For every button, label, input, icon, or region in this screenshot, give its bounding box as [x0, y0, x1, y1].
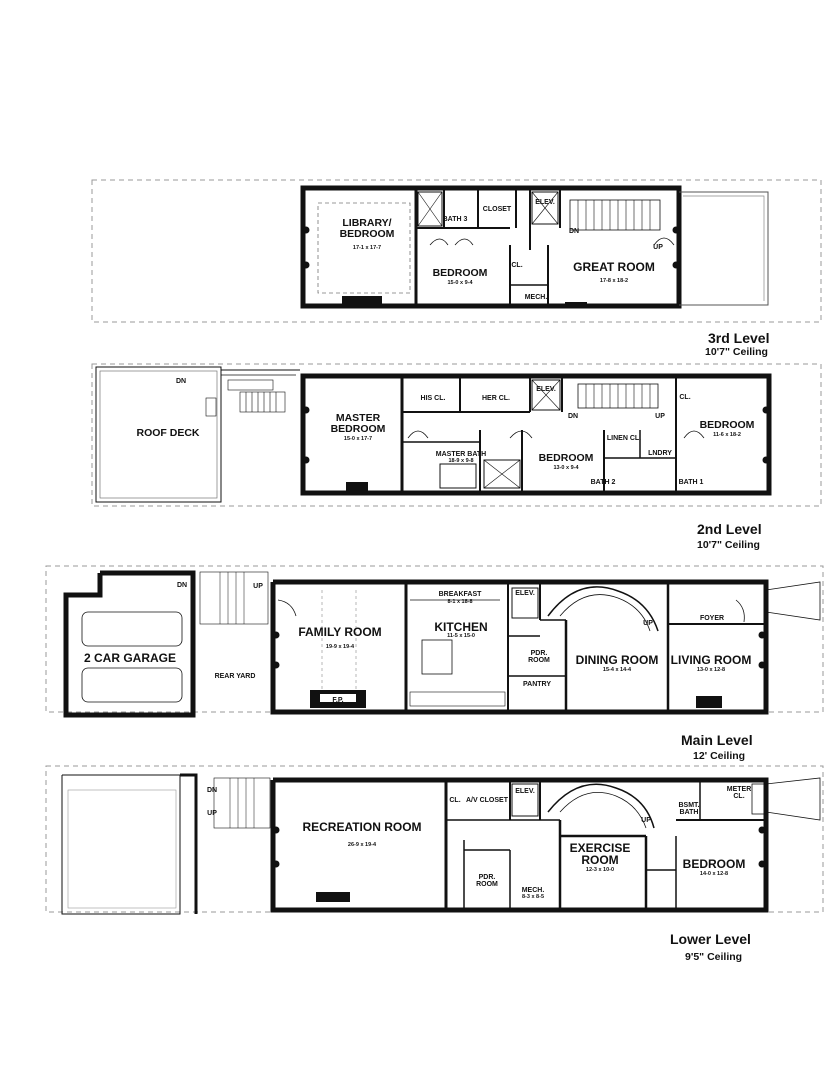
room-bedroom-3rd-label: BEDROOM	[432, 267, 488, 279]
room-great-label: GREAT ROOM	[573, 260, 655, 274]
level-ceiling-lower: 9'5" Ceiling	[685, 951, 743, 963]
room-exercise-label: EXERCISE ROOM	[569, 841, 631, 867]
room-breakfast-dim: 8-1 x 18-8	[447, 599, 473, 605]
stair-dn-lower-rear: DN	[206, 787, 218, 794]
room-kitchen-label: KITCHEN	[434, 620, 488, 634]
room-recreation-label: RECREATION ROOM	[302, 820, 422, 834]
stair-up-main: UP	[643, 620, 653, 627]
stair-up-main-rear: UP	[253, 583, 263, 590]
stair-dn-deck: DN	[175, 378, 187, 385]
room-bsmt-bath-label: BSMT. BATH	[678, 802, 700, 816]
room-dining-dim: 15-4 x 14-4	[602, 667, 632, 673]
room-breakfast-label: BREAKFAST	[438, 591, 482, 598]
room-library-label: LIBRARY/ BEDROOM	[339, 217, 395, 240]
lower-level-plan	[45, 765, 824, 915]
main-level-plan	[45, 565, 824, 718]
room-master-label: MASTER BEDROOM	[330, 412, 386, 435]
room-her-closet-label: HER CL.	[482, 395, 510, 402]
room-master-bath-dim: 18-9 x 9-8	[448, 458, 474, 464]
room-cl-2nd-label: CL.	[679, 394, 691, 401]
fireplace-main-label: F.P.	[332, 697, 344, 704]
room-living-label: LIVING ROOM	[670, 653, 752, 667]
room-his-closet-label: HIS CL.	[420, 395, 446, 402]
level-title-3rd: 3rd Level	[708, 330, 770, 346]
room-bath3-label: BATH 3	[442, 216, 468, 223]
stair-up-lower-rear: UP	[207, 810, 217, 817]
room-living-dim: 13-0 x 12-8	[696, 667, 726, 673]
room-elev-main-label: ELEV.	[515, 590, 535, 597]
level-title-lower: Lower Level	[670, 931, 751, 947]
room-elev-3rd-label: ELEV.	[535, 199, 555, 206]
room-bedroom-lower-dim: 14-0 x 12-8	[699, 871, 729, 877]
room-roof-deck-label: ROOF DECK	[136, 427, 200, 439]
room-bedroom-3rd-dim: 15-0 x 9-4	[447, 280, 473, 286]
stair-up-2nd: UP	[655, 413, 665, 420]
room-bedroom-2nd-mid-label: BEDROOM	[538, 452, 594, 464]
third-level-plan	[91, 179, 822, 323]
room-garage-label: 2 CAR GARAGE	[83, 651, 177, 665]
rear-yard-label: REAR YARD	[214, 673, 256, 680]
room-great-dim: 17-8 x 18-2	[599, 278, 629, 284]
room-bedroom-2nd-front-dim: 11-6 x 18-2	[713, 432, 741, 438]
level-ceiling-3rd: 10'7" Ceiling	[705, 346, 768, 358]
room-family-label: FAMILY ROOM	[298, 625, 382, 639]
room-mech-lower-dim: 8-3 x 8-5	[521, 894, 545, 900]
room-bedroom-lower-label: BEDROOM	[682, 857, 746, 871]
room-pdr-lower-label: PDR. ROOM	[476, 874, 498, 888]
room-master-bath-label: MASTER BATH	[435, 451, 487, 458]
level-title-2nd: 2nd Level	[697, 521, 762, 537]
room-pdr-main-label: PDR. ROOM	[528, 650, 550, 664]
stair-dn-2nd: DN	[567, 413, 579, 420]
level-ceiling-2nd: 10'7" Ceiling	[697, 539, 760, 551]
room-cl-lower-label: CL.	[449, 797, 461, 804]
room-bath1-label: BATH 1	[678, 479, 704, 486]
room-av-closet-label: A/V CLOSET	[465, 797, 509, 804]
room-pantry-label: PANTRY	[523, 681, 551, 688]
room-bedroom-2nd-mid-dim: 13-0 x 9-4	[553, 465, 579, 471]
room-family-dim: 19-9 x 19-4	[325, 644, 355, 650]
level-title-main: Main Level	[681, 732, 753, 748]
room-mech-3rd-label: MECH.	[524, 294, 548, 301]
room-elev-lower-label: ELEV.	[515, 788, 535, 795]
room-cl-3rd-label: CL.	[511, 262, 523, 269]
stair-up-lower: UP	[641, 817, 651, 824]
room-kitchen-dim: 11-5 x 15-0	[447, 633, 475, 639]
room-mech-lower-label: MECH.	[521, 887, 545, 894]
room-meter-label: METER CL.	[726, 786, 752, 800]
room-elev-2nd-label: ELEV.	[536, 386, 556, 393]
room-linen-label: LINEN CL.	[606, 435, 642, 442]
room-laundry-label: LNDRY	[648, 450, 672, 457]
stair-up-3rd: UP	[653, 244, 663, 251]
room-master-dim: 15-0 x 17-7	[343, 436, 373, 442]
stair-dn-3rd: DN	[568, 228, 580, 235]
room-recreation-dim: 26-9 x 19-4	[347, 842, 377, 848]
room-bedroom-2nd-front-label: BEDROOM	[699, 419, 755, 431]
room-exercise-dim: 12-3 x 10-0	[585, 867, 615, 873]
second-level-plan	[91, 363, 822, 507]
room-foyer-label: FOYER	[699, 615, 725, 622]
room-bath2-label: BATH 2	[590, 479, 616, 486]
stair-dn-main-rear: DN	[176, 582, 188, 589]
room-closet-label: CLOSET	[482, 206, 512, 213]
level-ceiling-main: 12' Ceiling	[693, 750, 746, 762]
room-dining-label: DINING ROOM	[575, 653, 659, 667]
room-library-dim: 17-1 x 17-7	[352, 245, 382, 251]
